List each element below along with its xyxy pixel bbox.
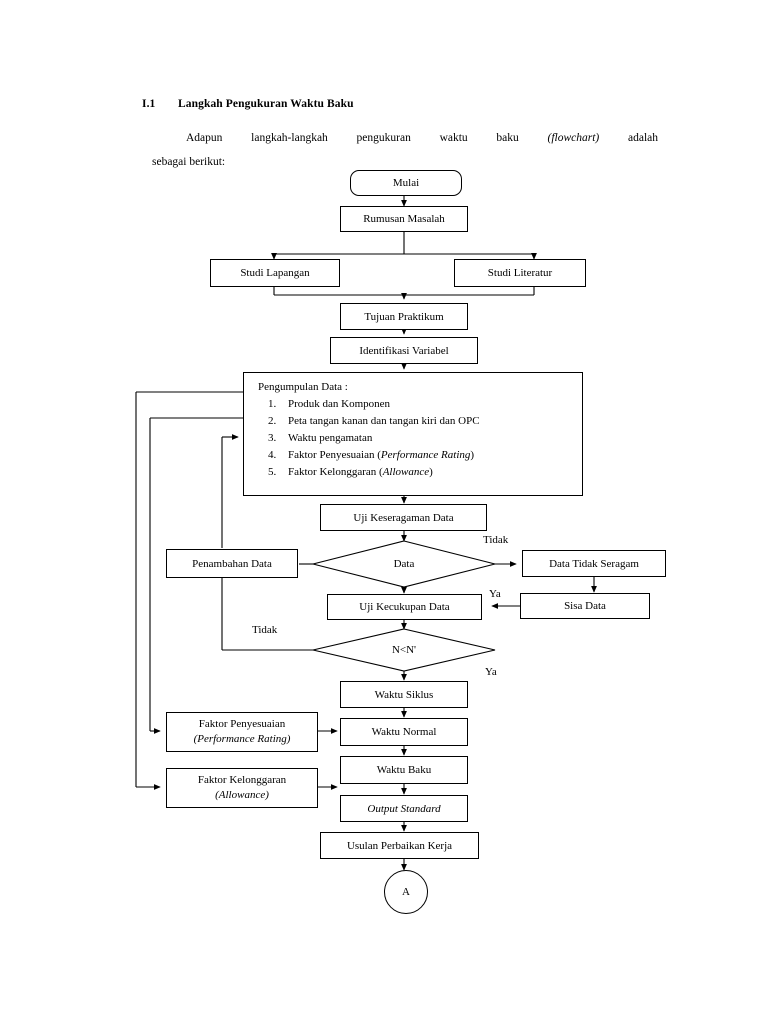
node-waktu-baku[interactable]: Waktu Baku [340, 756, 468, 784]
list-item-text: Waktu pengamatan [288, 432, 373, 444]
node-faktor-kelonggaran-line2: (Allowance) [215, 789, 269, 801]
node-usulan-perbaikan-kerja-label: Usulan Perbaikan Kerja [346, 839, 453, 852]
intro-word-2: langkah-langkah [251, 132, 328, 144]
list-item-index: 3. [268, 432, 277, 444]
node-uji-kecukupan-data[interactable]: Uji Kecukupan Data [327, 594, 482, 620]
list-item: 1. Produk dan Komponen [258, 396, 582, 413]
section-title: Langkah Pengukuran Waktu Baku [178, 98, 354, 110]
pengumpulan-data-list: 1. Produk dan Komponen 2. Peta tangan kana… [258, 396, 582, 481]
node-faktor-penyesuaian-line2: (Performance Rating) [193, 733, 291, 745]
node-faktor-penyesuaian[interactable]: Faktor Penyesuaian (Performance Rating) [166, 712, 318, 752]
intro-paragraph: Adapun langkah-langkah pengukuran waktu … [152, 126, 658, 174]
node-penambahan-data-label: Penambahan Data [192, 557, 272, 570]
list-item-text: Peta tangan kanan dan tangan kiri dan OP… [288, 415, 480, 427]
list-item-tail: ) [470, 449, 475, 461]
list-item-index: 1. [268, 398, 277, 410]
intro-line-2: sebagai berikut: [152, 156, 226, 168]
section-heading: I.1 Langkah Pengukuran Waktu Baku [142, 98, 642, 110]
node-studi-literatur[interactable]: Studi Literatur [454, 259, 586, 287]
node-mulai-label: Mulai [392, 177, 420, 189]
edge-label-tidak-kecukupan: Tidak [252, 624, 278, 636]
node-usulan-perbaikan-kerja[interactable]: Usulan Perbaikan Kerja [320, 832, 479, 859]
pengumpulan-data-title: Pengumpulan Data : [258, 381, 348, 393]
node-rumusan-masalah[interactable]: Rumusan Masalah [340, 206, 468, 232]
list-item: 2. Peta tangan kanan dan tangan kiri dan … [258, 413, 582, 430]
intro-line-1: Adapun langkah-langkah pengukuran waktu … [152, 126, 658, 150]
node-uji-keseragaman-data[interactable]: Uji Keseragaman Data [320, 504, 487, 531]
edge-label-ya-sisa-data: Ya [489, 588, 501, 600]
node-waktu-siklus-label: Waktu Siklus [374, 688, 434, 701]
list-item-index: 5. [268, 466, 277, 478]
node-tujuan-praktikum-label: Tujuan Praktikum [364, 310, 444, 323]
intro-word-flowchart: (flowchart) [547, 132, 600, 144]
intro-word-4: waktu [439, 132, 468, 144]
intro-word-6: adalah [627, 132, 658, 144]
node-studi-lapangan[interactable]: Studi Lapangan [210, 259, 340, 287]
node-sisa-data-label: Sisa Data [564, 600, 606, 612]
list-item-text: Faktor Kelonggaran ( [288, 466, 383, 478]
decision-data-label: Data [393, 558, 415, 570]
intro-word-3: pengukuran [356, 132, 411, 144]
node-waktu-normal-label: Waktu Normal [371, 726, 437, 738]
node-studi-literatur-label: Studi Literatur [487, 267, 553, 279]
list-item-text: Produk dan Komponen [288, 398, 391, 410]
list-item-italic: Performance Rating [380, 449, 471, 461]
node-output-standard-label: Output Standard [367, 802, 441, 815]
list-item: 5. Faktor Kelonggaran (Allowance) [258, 464, 582, 481]
node-uji-kecukupan-data-label: Uji Kecukupan Data [359, 601, 450, 613]
section-number: I.1 [142, 98, 156, 110]
decision-n-less-than-n[interactable]: N<N' [312, 628, 496, 672]
node-rumusan-masalah-label: Rumusan Masalah [363, 213, 445, 225]
edge-label-ya-n-decision: Ya [485, 666, 497, 678]
intro-word-5: baku [496, 132, 519, 144]
decision-n-label: N<N' [391, 644, 417, 656]
list-item-italic: Allowance [382, 466, 430, 478]
intro-word-1: Adapun [186, 132, 223, 144]
node-faktor-penyesuaian-line1: Faktor Penyesuaian [198, 718, 286, 730]
node-output-standard[interactable]: Output Standard [340, 795, 468, 822]
node-waktu-baku-label: Waktu Baku [376, 764, 432, 776]
node-waktu-normal[interactable]: Waktu Normal [340, 718, 468, 746]
list-item-tail: ) [429, 466, 433, 478]
list-item-text: Faktor Penyesuaian ( [288, 449, 381, 461]
node-data-tidak-seragam-label: Data Tidak Seragam [549, 557, 639, 570]
node-identifikasi-variabel[interactable]: Identifikasi Variabel [330, 337, 478, 364]
node-penambahan-data[interactable]: Penambahan Data [166, 549, 298, 578]
list-item: 3. Waktu pengamatan [258, 430, 582, 447]
decision-data[interactable]: Data [312, 540, 496, 588]
node-mulai[interactable]: Mulai [350, 170, 462, 196]
node-faktor-kelonggaran[interactable]: Faktor Kelonggaran (Allowance) [166, 768, 318, 808]
edge-label-tidak-seragam: Tidak [483, 534, 509, 546]
connector-a[interactable]: A [384, 870, 428, 914]
node-uji-keseragaman-data-label: Uji Keseragaman Data [353, 511, 454, 524]
list-item-index: 4. [268, 449, 277, 461]
connector-a-label: A [402, 886, 410, 898]
node-tujuan-praktikum[interactable]: Tujuan Praktikum [340, 303, 468, 330]
node-studi-lapangan-label: Studi Lapangan [240, 267, 310, 279]
node-data-tidak-seragam[interactable]: Data Tidak Seragam [522, 550, 666, 577]
node-pengumpulan-data[interactable]: Pengumpulan Data : 1. Produk dan Komponen… [243, 372, 583, 496]
list-item: 4. Faktor Penyesuaian (Performance Rating… [258, 447, 582, 464]
node-faktor-kelonggaran-line1: Faktor Kelonggaran [197, 774, 287, 786]
node-identifikasi-variabel-label: Identifikasi Variabel [359, 344, 449, 357]
node-waktu-siklus[interactable]: Waktu Siklus [340, 681, 468, 708]
list-item-index: 2. [268, 415, 277, 427]
node-sisa-data[interactable]: Sisa Data [520, 593, 650, 619]
